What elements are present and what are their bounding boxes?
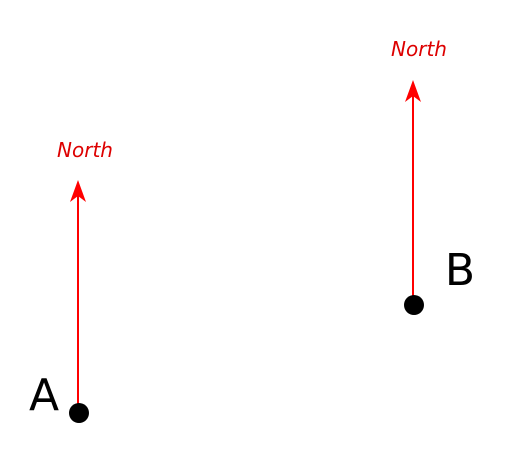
point-a-group: North A: [29, 138, 113, 423]
point-a-dot: [69, 403, 89, 423]
north-label-a: North: [57, 138, 113, 162]
north-arrowhead-a: [70, 180, 86, 202]
north-label-b: North: [391, 37, 447, 61]
north-arrowhead-b: [405, 80, 421, 102]
point-b-label: B: [445, 245, 475, 296]
point-b-dot: [404, 295, 424, 315]
point-a-label: A: [29, 370, 59, 421]
point-b-group: North B: [391, 37, 475, 315]
